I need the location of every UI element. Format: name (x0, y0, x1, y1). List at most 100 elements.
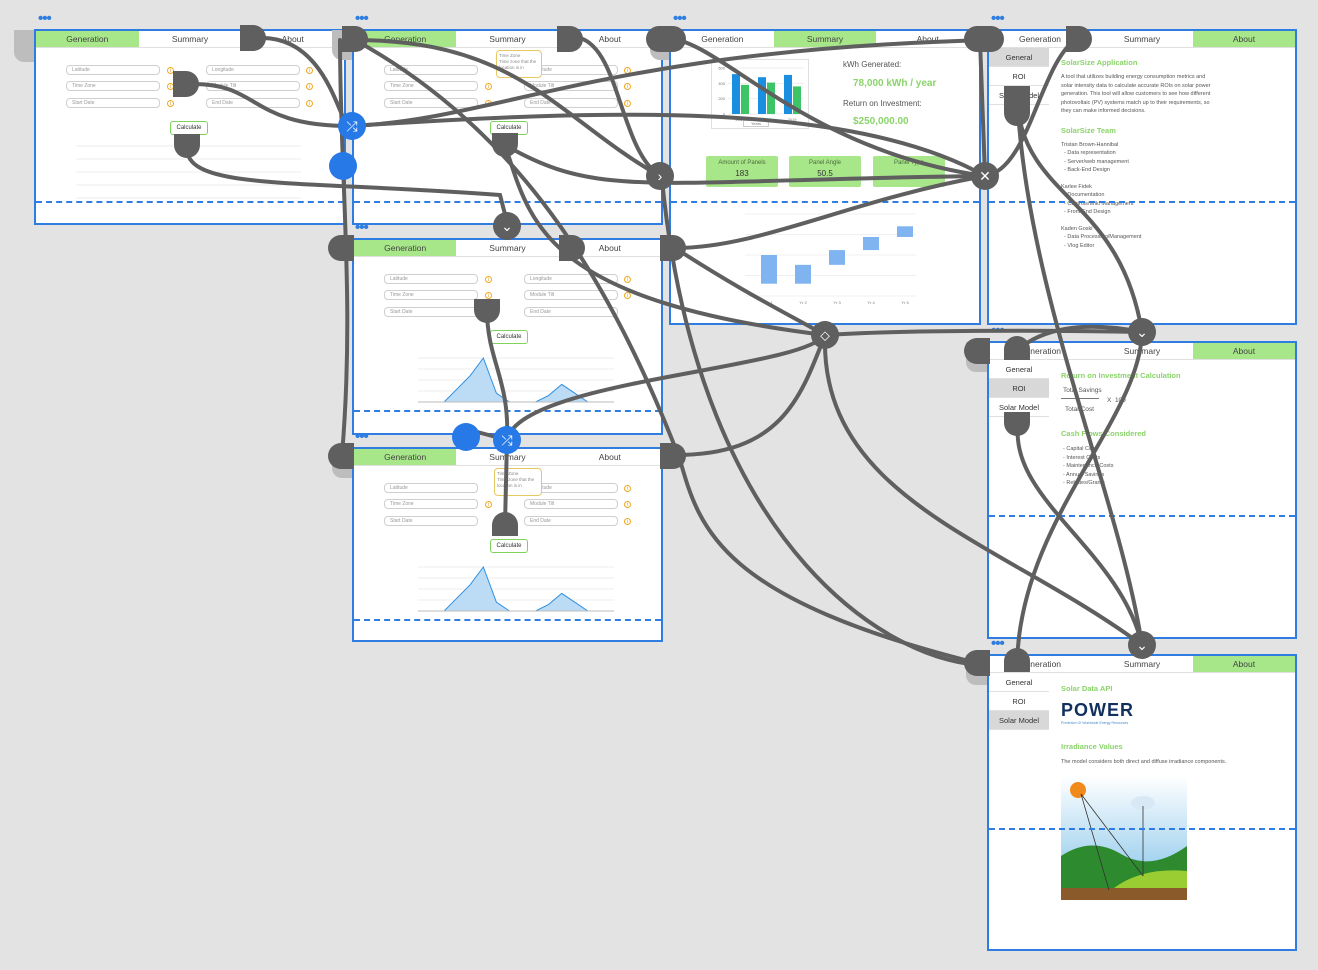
info-icon[interactable]: i (624, 501, 631, 508)
connection-handle[interactable] (1004, 336, 1030, 360)
start-date-field[interactable]: Start Date (384, 98, 478, 108)
connection-handle[interactable] (328, 235, 354, 261)
shuffle-node-icon[interactable]: ✕ (971, 162, 999, 190)
info-icon[interactable]: i (624, 292, 631, 299)
time-zone-field[interactable]: Time Zone (66, 81, 160, 91)
tab-summary[interactable]: Summary (1091, 31, 1193, 47)
connection-handle[interactable] (660, 235, 686, 261)
sidebar-item-roi[interactable]: ROI (989, 67, 1049, 86)
end-date-field[interactable]: End Date (524, 307, 618, 317)
artboard-menu-dots[interactable]: ••• (991, 635, 1005, 652)
shuffle-node-icon[interactable]: ⤮ (338, 112, 366, 140)
artboard-menu-dots[interactable]: ••• (673, 10, 687, 27)
longitude-field[interactable]: Longitude (524, 274, 618, 284)
tab-summary[interactable]: Summary (773, 31, 877, 47)
start-date-field[interactable]: Start Date (66, 98, 160, 108)
end-date-field[interactable]: End Date (206, 98, 300, 108)
chevron-down-icon[interactable]: ⌄ (493, 212, 521, 240)
calculate-button[interactable]: Calculate (490, 330, 528, 344)
latitude-field[interactable]: Latitude (384, 483, 478, 493)
selected-link-node[interactable] (452, 423, 480, 451)
sidebar-item-general[interactable]: General (989, 360, 1049, 379)
latitude-field[interactable]: Latitude (66, 65, 160, 75)
sidebar-item-solar-model[interactable]: Solar Model (989, 711, 1049, 730)
tab-generation[interactable]: Generation (354, 240, 457, 256)
info-icon[interactable]: i (624, 67, 631, 74)
connection-handle[interactable] (492, 133, 518, 157)
info-icon[interactable]: i (624, 485, 631, 492)
artboard-menu-dots[interactable]: ••• (991, 10, 1005, 27)
sidebar-item-roi[interactable]: ROI (989, 379, 1049, 398)
sidebar-item-roi[interactable]: ROI (989, 692, 1049, 711)
info-icon[interactable]: i (485, 100, 492, 107)
calculate-button[interactable]: Calculate (170, 121, 208, 135)
info-icon[interactable]: i (624, 276, 631, 283)
module-tilt-field[interactable]: Module Tilt (206, 81, 300, 91)
connection-handle[interactable] (328, 443, 354, 469)
connection-handle[interactable] (557, 26, 583, 52)
tab-generation[interactable]: Generation (671, 31, 774, 47)
calculate-button[interactable]: Calculate (490, 539, 528, 553)
info-icon[interactable]: i (485, 501, 492, 508)
end-date-field[interactable]: End Date (524, 98, 618, 108)
info-icon[interactable]: i (624, 518, 631, 525)
connection-handle[interactable] (660, 443, 686, 469)
artboard-about-solar-model[interactable]: Generation Summary About General ROI Sol… (987, 654, 1297, 951)
connection-handle[interactable] (1004, 648, 1030, 672)
info-icon[interactable]: i (306, 100, 313, 107)
time-zone-field[interactable]: Time Zone (384, 290, 478, 300)
artboard-menu-dots[interactable]: ••• (355, 219, 369, 236)
info-icon[interactable]: i (306, 83, 313, 90)
artboard-generation-chart[interactable]: Generation Summary About Latitude i Long… (352, 238, 663, 435)
connection-handle[interactable] (964, 650, 990, 676)
connection-handle[interactable] (240, 25, 266, 51)
tab-generation[interactable]: Generation (354, 449, 457, 465)
module-tilt-field[interactable]: Module Tilt (524, 81, 618, 91)
artboard-menu-dots[interactable]: ••• (355, 428, 369, 445)
connection-handle[interactable] (342, 26, 368, 52)
chevron-down-icon[interactable]: ⌄ (1128, 631, 1156, 659)
tab-summary[interactable]: Summary (456, 31, 559, 47)
year-range-selector[interactable]: Years (743, 120, 769, 127)
info-icon[interactable]: i (485, 83, 492, 90)
connection-handle[interactable] (474, 299, 500, 323)
chevron-down-icon[interactable]: ⌄ (1128, 318, 1156, 346)
longitude-field[interactable]: Longitude (206, 65, 300, 75)
selected-link-node[interactable] (329, 152, 357, 180)
tab-generation[interactable]: Generation (354, 31, 457, 47)
artboard-generation-tooltip[interactable]: Generation Summary About Latitude Longit… (352, 29, 663, 225)
tab-about[interactable]: About (1193, 343, 1295, 359)
connection-handle[interactable] (646, 26, 686, 52)
connection-handle[interactable] (173, 71, 199, 97)
time-zone-field[interactable]: Time Zone (384, 499, 478, 509)
artboard-about-general[interactable]: Generation Summary About General ROI Sol… (987, 29, 1297, 325)
connection-handle[interactable] (964, 338, 990, 364)
sidebar-item-general[interactable]: General (989, 673, 1049, 692)
tab-generation[interactable]: Generation (36, 31, 139, 47)
connection-handle[interactable] (1004, 86, 1030, 126)
connection-handle[interactable] (964, 26, 1004, 52)
info-icon[interactable]: i (167, 100, 174, 107)
info-icon[interactable]: i (306, 67, 313, 74)
module-tilt-field[interactable]: Module Tilt (524, 290, 618, 300)
time-zone-field[interactable]: Time Zone (384, 81, 478, 91)
sidebar-item-general[interactable]: General (989, 48, 1049, 67)
chevron-right-icon[interactable]: › (646, 162, 674, 190)
info-icon[interactable]: i (167, 67, 174, 74)
tab-about[interactable]: About (1193, 656, 1295, 672)
tab-about[interactable]: About (1193, 31, 1295, 47)
shuffle-node-icon[interactable]: ⤮ (493, 426, 521, 454)
start-date-field[interactable]: Start Date (384, 516, 478, 526)
tab-summary[interactable]: Summary (456, 240, 559, 256)
end-date-field[interactable]: End Date (524, 516, 618, 526)
tab-about[interactable]: About (558, 449, 661, 465)
connection-handle[interactable] (492, 512, 518, 536)
info-icon[interactable]: i (485, 292, 492, 299)
connection-handle[interactable] (174, 134, 200, 158)
artboard-menu-dots[interactable]: ••• (355, 10, 369, 27)
module-tilt-field[interactable]: Module Tilt (524, 499, 618, 509)
artboard-generation-1[interactable]: Generation Summary About Latitude i Long… (34, 29, 346, 225)
info-icon[interactable]: i (485, 276, 492, 283)
connection-handle[interactable] (559, 235, 585, 261)
